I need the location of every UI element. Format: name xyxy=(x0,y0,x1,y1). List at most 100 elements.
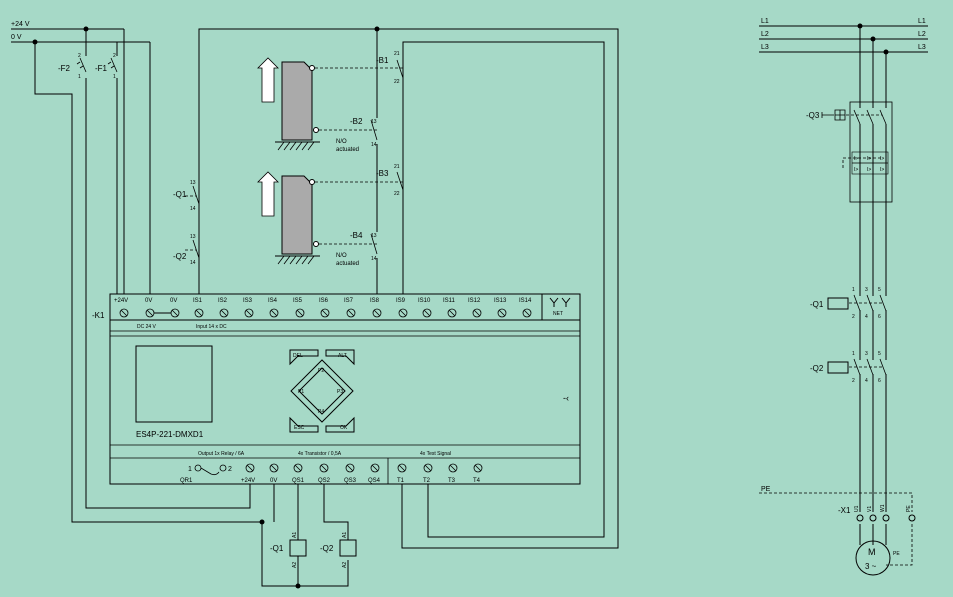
phase-l1-left: L1 xyxy=(761,18,769,25)
terminal-x1-label: -X1 xyxy=(838,506,851,515)
phase-l2-left: L2 xyxy=(761,31,769,38)
top-terminal-is7: IS7 xyxy=(344,298,354,304)
coil-q1-a1: A1 xyxy=(292,532,298,538)
coil-q2-label: -Q2 xyxy=(320,544,334,553)
bottom-terminal-24v: +24V xyxy=(241,478,255,484)
plc-qr1-contact: 1 2 xyxy=(188,464,232,476)
fuses: -F2 -F1 2 1 2 1 xyxy=(34,29,262,523)
top-terminal-is11: IS11 xyxy=(443,298,456,304)
key-ok: OK xyxy=(340,425,348,431)
svg-text:13: 13 xyxy=(371,119,377,125)
svg-text:13: 13 xyxy=(371,233,377,239)
sensor-b4-actuated: actuated xyxy=(336,261,359,267)
svg-text:4: 4 xyxy=(865,314,868,320)
svg-text:13: 13 xyxy=(190,234,196,240)
plc-top-terminal-labels: +24V 0V 0V IS1 IS2 IS3 IS4 IS5 IS6 IS7 I… xyxy=(114,298,532,304)
phase-l2-right: L2 xyxy=(918,31,926,38)
key-p1: P1 xyxy=(298,389,304,395)
svg-text:1: 1 xyxy=(113,74,116,80)
sensor-b3-label: -B3 xyxy=(376,169,389,178)
motor-m-label: M xyxy=(868,547,876,557)
plc-top-screws xyxy=(119,308,532,318)
bottom-terminal-t1: T1 xyxy=(397,478,405,484)
top-terminal-24v: +24V xyxy=(114,298,128,304)
svg-text:14: 14 xyxy=(190,260,196,266)
bottom-terminal-qs3: QS3 xyxy=(344,478,357,484)
top-terminal-is8: IS8 xyxy=(370,298,380,304)
motor-phase-label: 3 ~ xyxy=(865,562,877,571)
svg-text:3: 3 xyxy=(865,351,868,357)
top-terminal-is9: IS9 xyxy=(396,298,406,304)
coil-q1-label: -Q1 xyxy=(270,544,284,553)
phase-l1-right: L1 xyxy=(918,18,926,25)
key-p3: P3 xyxy=(337,389,343,395)
svg-text:5: 5 xyxy=(878,351,881,357)
bottom-terminal-qs4: QS4 xyxy=(368,478,381,484)
top-terminal-is10: IS10 xyxy=(418,298,431,304)
svg-text:2: 2 xyxy=(78,53,81,59)
top-terminal-is2: IS2 xyxy=(218,298,228,304)
fuse-f2-label: -F2 xyxy=(58,64,71,73)
terminal-w1: W1 xyxy=(880,504,886,512)
svg-text:1: 1 xyxy=(852,351,855,357)
motor xyxy=(855,540,891,576)
svg-text:2: 2 xyxy=(852,314,855,320)
key-p2: P2 xyxy=(318,368,324,374)
contact-q1-label: -Q1 xyxy=(173,190,187,199)
sensor-b1-label: -B1 xyxy=(376,56,389,65)
power-circuit: L1 L2 L3 L1 L2 L3 -Q3 I>I>I> I>I>I> -Q1 … xyxy=(759,18,928,576)
top-terminal-0v-b: 0V xyxy=(170,298,177,304)
bottom-terminal-t2: T2 xyxy=(423,478,431,484)
top-terminal-is6: IS6 xyxy=(319,298,329,304)
top-terminal-is13: IS13 xyxy=(494,298,507,304)
breaker-q3-label: -Q3 xyxy=(806,111,820,120)
test-signal-label: 4x Test Signal xyxy=(420,451,451,457)
sensor-b4-label: -B4 xyxy=(350,231,363,240)
sensor-b1-b2: -B1 -B2 N/O actuated xyxy=(257,56,403,153)
svg-text:3: 3 xyxy=(865,287,868,293)
sensor-b4-no: N/O xyxy=(336,253,347,259)
svg-text:I>: I> xyxy=(880,156,884,162)
svg-text:1: 1 xyxy=(852,287,855,293)
supply-rails: +24 V 0 V xyxy=(11,21,151,296)
plc-model: ES4P-221-DMXD1 xyxy=(136,430,204,439)
key-p4: P4 xyxy=(318,409,324,415)
coil-q1-a2: A2 xyxy=(292,562,298,568)
top-terminal-0v-a: 0V xyxy=(145,298,152,304)
svg-text:I>: I> xyxy=(867,167,871,173)
coil-q2-a1: A1 xyxy=(342,532,348,538)
plc-tag: -K1 xyxy=(92,311,105,320)
svg-text:I>: I> xyxy=(854,167,858,173)
svg-text:21: 21 xyxy=(394,51,400,57)
bottom-terminal-qs2: QS2 xyxy=(318,478,331,484)
sensor-b2-label: -B2 xyxy=(350,117,363,126)
plc-keypad: DEL ALT ESC OK P1 P2 P3 P4 xyxy=(289,349,355,433)
supply-24v-label: +24 V xyxy=(11,21,30,28)
net-icon: NET xyxy=(549,297,571,317)
connector-icon: -‹ xyxy=(563,393,569,403)
key-del: DEL xyxy=(293,353,303,359)
output-relay-label: Output 1x Relay / 6A xyxy=(198,451,245,457)
svg-text:1: 1 xyxy=(78,74,81,80)
contactor-q1-label: -Q1 xyxy=(810,300,824,309)
svg-text:2: 2 xyxy=(113,53,116,59)
svg-text:I>: I> xyxy=(867,156,871,162)
phase-l3-left: L3 xyxy=(761,44,769,51)
bottom-terminal-qr1: QR1 xyxy=(180,478,193,484)
svg-text:4: 4 xyxy=(865,378,868,384)
svg-text:22: 22 xyxy=(394,79,400,85)
svg-text:5: 5 xyxy=(878,287,881,293)
svg-text:22: 22 xyxy=(394,191,400,197)
net-label: NET xyxy=(553,311,563,317)
top-terminal-is3: IS3 xyxy=(243,298,253,304)
plc-bottom-terminal-labels: QR1 +24V 0V QS1 QS2 QS3 QS4 T1 T2 T3 T4 xyxy=(180,478,481,484)
top-terminal-is1: IS1 xyxy=(193,298,203,304)
sensor-b2-actuated: actuated xyxy=(336,147,359,153)
fuse-f1-label: -F1 xyxy=(95,64,108,73)
phase-l3-right: L3 xyxy=(918,44,926,51)
supply-0v-label: 0 V xyxy=(11,34,22,41)
contact-q2-label: -Q2 xyxy=(173,252,187,261)
svg-text:14: 14 xyxy=(371,142,377,148)
